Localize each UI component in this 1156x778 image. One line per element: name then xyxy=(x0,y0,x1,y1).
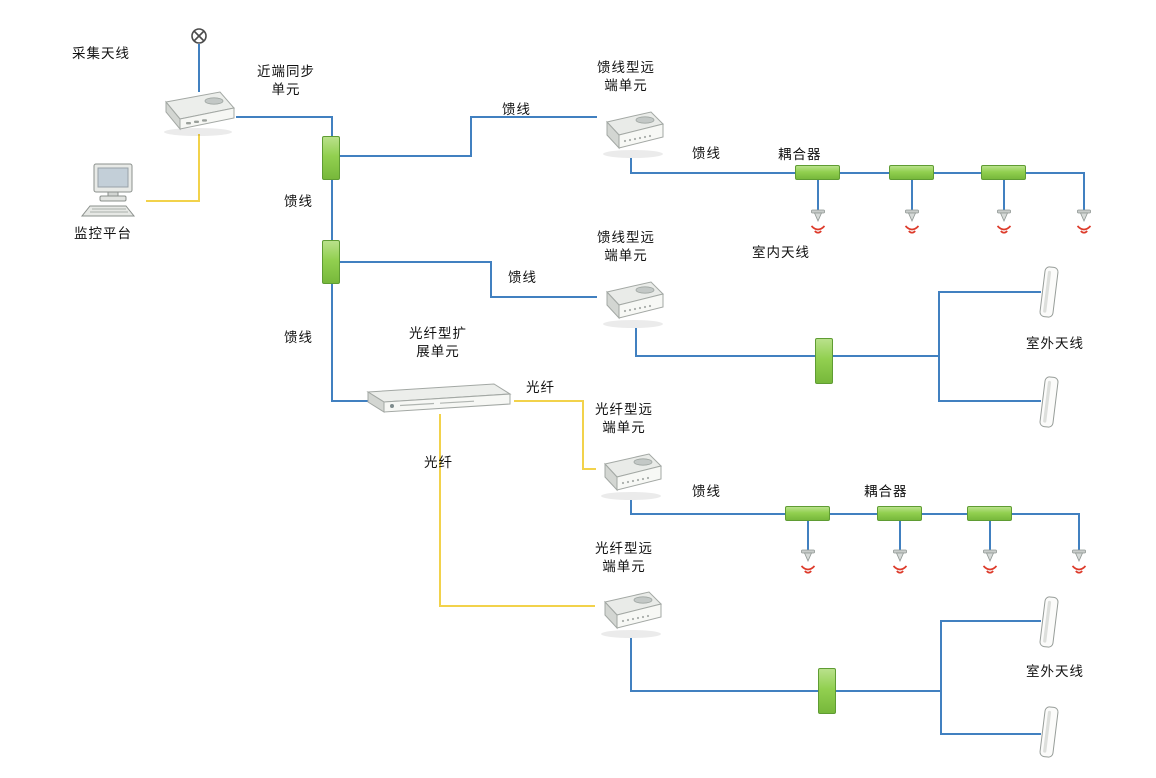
feeder-line xyxy=(635,328,637,356)
indoor-antenna-label: 室内天线 xyxy=(752,245,810,261)
indoor-antenna-icon xyxy=(1072,204,1096,244)
collect-antenna-label: 采集天线 xyxy=(72,46,130,62)
feeder-line xyxy=(836,690,941,692)
coupler-box xyxy=(785,506,830,521)
feeder-line xyxy=(630,513,1080,515)
feeder-label: 馈线 xyxy=(284,194,313,210)
outdoor-antenna-icon xyxy=(1036,374,1062,434)
feeder-line xyxy=(938,291,1041,293)
fiber-expansion-unit-label: 光纤型扩 展单元 xyxy=(409,326,467,360)
coupler-box xyxy=(322,136,340,180)
indoor-antenna-icon xyxy=(900,204,924,244)
feeder-line xyxy=(938,400,1041,402)
feeder-label: 馈线 xyxy=(502,102,531,118)
feeder-line xyxy=(340,155,471,157)
monitor-link-line xyxy=(198,134,200,200)
splitter-box xyxy=(815,338,833,384)
feeder-remote-unit-device xyxy=(593,104,669,164)
fiber-label: 光纤 xyxy=(526,380,555,396)
outdoor-antenna-label: 室外天线 xyxy=(1026,664,1084,680)
fiber-remote-unit-label: 光纤型远 端单元 xyxy=(595,402,653,436)
fiber-remote-unit-device xyxy=(591,584,667,644)
feeder-line xyxy=(331,179,333,242)
coupler-label: 耦合器 xyxy=(778,147,822,163)
feeder-line xyxy=(331,283,333,401)
collect-antenna-icon xyxy=(190,27,208,49)
fiber-remote-unit-label: 光纤型远 端单元 xyxy=(595,541,653,575)
fiber-line xyxy=(582,468,596,470)
outdoor-antenna-icon xyxy=(1036,594,1062,654)
coupler-label: 耦合器 xyxy=(864,484,908,500)
monitor-platform-label: 监控平台 xyxy=(74,226,132,242)
outdoor-antenna-label: 室外天线 xyxy=(1026,336,1084,352)
feeder-label: 馈线 xyxy=(284,330,313,346)
antenna-drop-line xyxy=(1083,172,1085,206)
fiber-label: 光纤 xyxy=(424,455,453,471)
coupler-box xyxy=(981,165,1026,180)
feeder-remote-unit-device xyxy=(593,274,669,334)
indoor-antenna-icon xyxy=(888,544,912,584)
antenna-drop-line xyxy=(817,180,819,206)
antenna-drop-line xyxy=(1078,513,1080,546)
coupler-box xyxy=(889,165,934,180)
feeder-line xyxy=(198,44,200,92)
feeder-label: 馈线 xyxy=(692,146,721,162)
feeder-line xyxy=(833,355,939,357)
fiber-expansion-unit-device xyxy=(364,380,514,420)
feeder-line xyxy=(340,261,491,263)
antenna-drop-line xyxy=(899,521,901,546)
splitter-box xyxy=(818,668,836,714)
antenna-drop-line xyxy=(1003,180,1005,206)
near-end-sync-unit-device xyxy=(158,86,238,142)
coupler-box xyxy=(322,240,340,284)
feeder-line xyxy=(630,500,632,514)
feeder-remote-unit-label: 馈线型远 端单元 xyxy=(597,230,655,264)
indoor-antenna-icon xyxy=(978,544,1002,584)
indoor-antenna-icon xyxy=(796,544,820,584)
feeder-line xyxy=(940,733,1041,735)
monitor-platform-computer xyxy=(80,162,144,224)
feeder-line xyxy=(331,116,333,138)
feeder-line xyxy=(490,261,492,298)
coupler-box xyxy=(877,506,922,521)
feeder-line xyxy=(940,620,1041,622)
outdoor-antenna-icon xyxy=(1036,704,1062,764)
monitor-link-line xyxy=(146,200,200,202)
fiber-remote-unit-device xyxy=(591,446,667,506)
feeder-line xyxy=(630,638,632,691)
feeder-label: 馈线 xyxy=(692,484,721,500)
feeder-line xyxy=(630,172,1085,174)
near-end-sync-unit-label: 近端同步 单元 xyxy=(257,64,315,98)
antenna-drop-line xyxy=(911,180,913,206)
feeder-line xyxy=(630,158,632,173)
indoor-antenna-icon xyxy=(992,204,1016,244)
antenna-drop-line xyxy=(989,521,991,546)
feeder-line xyxy=(470,116,597,118)
indoor-antenna-icon xyxy=(1067,544,1091,584)
feeder-line xyxy=(236,116,333,118)
feeder-line xyxy=(490,296,597,298)
fiber-line xyxy=(439,605,595,607)
fiber-line xyxy=(439,414,441,607)
antenna-drop-line xyxy=(807,521,809,546)
coupler-box xyxy=(967,506,1012,521)
indoor-antenna-icon xyxy=(806,204,830,244)
feeder-line xyxy=(940,620,942,734)
feeder-remote-unit-label: 馈线型远 端单元 xyxy=(597,60,655,94)
feeder-line xyxy=(635,355,816,357)
feeder-line xyxy=(938,291,940,401)
coupler-box xyxy=(795,165,840,180)
fiber-line xyxy=(514,400,584,402)
feeder-line xyxy=(331,400,368,402)
feeder-line xyxy=(470,116,472,157)
feeder-label: 馈线 xyxy=(508,270,537,286)
outdoor-antenna-icon xyxy=(1036,264,1062,324)
feeder-line xyxy=(630,690,820,692)
fiber-line xyxy=(582,400,584,470)
